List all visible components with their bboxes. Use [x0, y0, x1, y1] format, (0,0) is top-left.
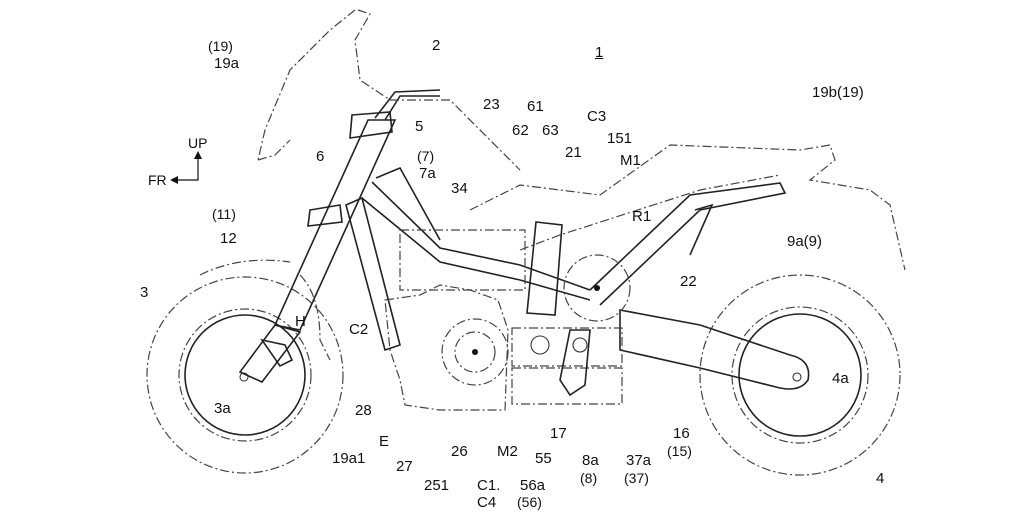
battery-panel — [526, 221, 563, 316]
ref-label: 28 — [355, 402, 372, 419]
ref-label: (7) — [417, 148, 435, 164]
ref-label: 3 — [140, 284, 149, 301]
front-label: FR — [148, 172, 167, 188]
handlebar — [374, 89, 441, 121]
ref-label: 5 — [415, 118, 424, 135]
ref-label: 1 — [595, 44, 604, 61]
ref-label: 17 — [550, 425, 567, 442]
ref-label: 9a(9) — [787, 233, 823, 250]
ref-label: 8a — [582, 452, 599, 469]
ref-label: M1 — [620, 152, 641, 169]
ref-label: 16 — [673, 425, 690, 442]
ref-label: 19b(19) — [812, 84, 864, 101]
ref-label: H — [295, 313, 306, 330]
ref-label: 19a — [214, 55, 240, 72]
ref-label: 62 — [512, 122, 529, 139]
ref-label: (11) — [212, 206, 236, 222]
ref-label: 4 — [876, 470, 885, 487]
ref-label: (19) — [208, 38, 233, 54]
ref-label: M2 — [497, 443, 518, 460]
ref-label: E — [379, 433, 390, 450]
ref-label: 21 — [565, 144, 582, 161]
ref-label: 27 — [396, 458, 413, 475]
rear-pulley — [563, 254, 631, 322]
ref-label: 23 — [483, 96, 500, 113]
ref-label: C3 — [587, 108, 607, 125]
orientation-indicator: UP FR — [148, 135, 218, 195]
ref-label: 151 — [607, 130, 633, 147]
rear-wheel — [699, 274, 901, 476]
windscreen — [354, 9, 521, 171]
ref-label: R1 — [632, 208, 652, 225]
ref-label: 19a1 — [332, 450, 366, 467]
ref-label: 61 — [527, 98, 544, 115]
ref-label: 2 — [432, 37, 441, 54]
ref-label: 34 — [451, 180, 468, 197]
ref-label: 7a — [419, 165, 436, 182]
ref-label: (37) — [624, 470, 649, 486]
battery-box — [399, 229, 526, 291]
ref-label: 4a — [832, 370, 849, 387]
ref-label: 55 — [535, 450, 552, 467]
ref-label: 37a — [626, 452, 652, 469]
ref-label: C4 — [477, 494, 497, 511]
seat — [469, 144, 906, 271]
ref-label: 22 — [680, 273, 697, 290]
motor — [384, 284, 509, 411]
ref-label: 56a — [520, 477, 546, 494]
ref-label: 12 — [220, 230, 237, 247]
swing-arm — [619, 309, 810, 390]
ref-label: C2 — [349, 321, 369, 338]
ref-label: 26 — [451, 443, 468, 460]
controller-lower — [511, 367, 623, 405]
ref-label: (56) — [517, 494, 542, 510]
ref-label: (8) — [580, 470, 598, 486]
ref-label: (15) — [667, 443, 692, 459]
main-frame — [345, 166, 787, 352]
front-fork — [238, 111, 397, 383]
orientation-arrows-icon — [170, 151, 202, 184]
controller-upper — [511, 327, 623, 367]
ref-label: 251 — [424, 477, 450, 494]
ref-label: 3a — [214, 400, 231, 417]
ref-label: 63 — [542, 122, 559, 139]
front-wheel — [146, 276, 344, 474]
ref-label: C1. — [477, 477, 501, 494]
up-label: UP — [188, 135, 208, 151]
ref-label: 6 — [316, 148, 325, 165]
